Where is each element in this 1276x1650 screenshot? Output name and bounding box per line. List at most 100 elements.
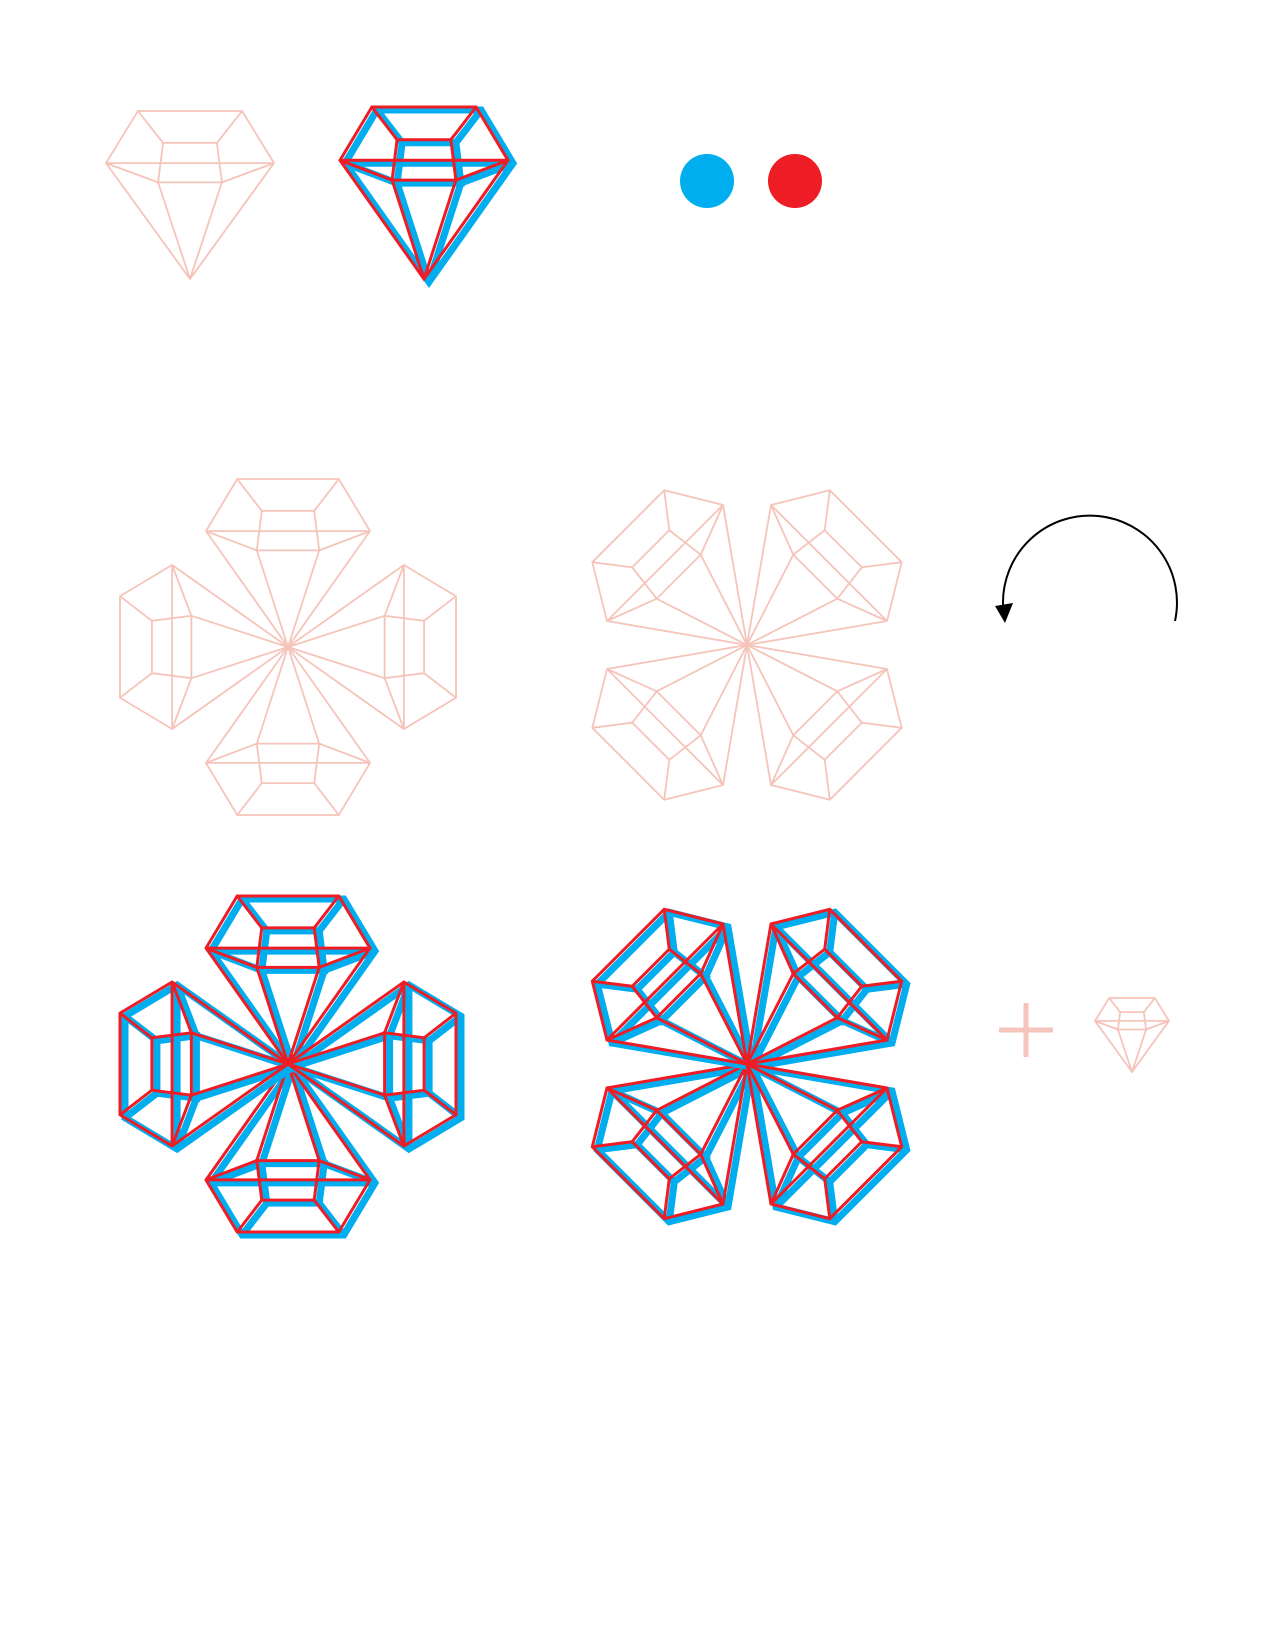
gem-facet-line xyxy=(236,478,263,512)
gem-outline xyxy=(286,563,457,731)
gem-facet-line xyxy=(699,644,748,736)
gem xyxy=(286,563,457,731)
gem-facet-line xyxy=(255,550,289,648)
cross-pattern-outline xyxy=(119,478,457,816)
gem-outline xyxy=(591,489,749,647)
gem-facet-line xyxy=(610,1017,664,1047)
gem-facet-line xyxy=(745,1063,795,1155)
gem-facet-line xyxy=(286,1063,321,1162)
gem-facet-line xyxy=(606,1016,658,1042)
gem-facet-line xyxy=(383,564,405,617)
gem-outline xyxy=(206,895,380,1074)
single-gem-duotone xyxy=(338,105,518,289)
gem-facet-line xyxy=(390,179,426,280)
gem-outline xyxy=(338,105,510,282)
gem-facet-line xyxy=(823,1178,832,1219)
gem-outline xyxy=(593,1062,757,1226)
gem-facet-line xyxy=(287,550,321,648)
gem-facet-line xyxy=(137,110,164,144)
gem-facet-line xyxy=(423,1089,457,1116)
gem-facet-line xyxy=(699,1153,725,1205)
gem-facet-line xyxy=(606,1086,658,1112)
gem-facet-line xyxy=(836,597,888,622)
gem-facet-line xyxy=(836,1016,888,1042)
gem-facet-line xyxy=(383,981,406,1034)
gem-facet-line xyxy=(656,1062,748,1112)
blue-color-swatch xyxy=(680,154,734,208)
gem-facet-line xyxy=(287,1062,386,1097)
gem-facet-line xyxy=(313,478,340,512)
gem-facet-line xyxy=(258,969,297,1069)
gem-facet-line xyxy=(592,721,633,729)
gem-facet-line xyxy=(606,668,658,693)
gem-facet-line xyxy=(665,1181,678,1223)
gem-facet-line xyxy=(770,504,795,556)
gem-facet-line xyxy=(190,1031,289,1066)
gem-facet-line xyxy=(656,1016,748,1066)
gem-facet-line xyxy=(370,106,399,141)
gem-facet-line xyxy=(746,597,838,646)
gem-facet-line xyxy=(665,911,678,953)
gem-facet-line xyxy=(216,110,243,144)
gem-outline xyxy=(590,1062,749,1221)
gem-facet-line xyxy=(769,1153,795,1205)
gem-outline xyxy=(1093,997,1171,1074)
gem-facet-line xyxy=(592,1140,633,1149)
gem xyxy=(591,643,749,801)
gem-facet-line xyxy=(1108,997,1121,1013)
gem-facet-line xyxy=(823,490,831,531)
gem-facet-line xyxy=(173,983,200,1038)
gem-facet-line xyxy=(255,646,289,744)
gem xyxy=(590,1062,749,1221)
gem xyxy=(204,894,372,1067)
gem-facet-line xyxy=(663,490,671,531)
plus-icon xyxy=(999,1003,1053,1057)
gem-facet-line xyxy=(423,1012,457,1039)
gem-facet-line xyxy=(239,896,270,934)
gem-facet-line xyxy=(699,734,724,786)
gem xyxy=(204,1061,372,1234)
gem-facet-line xyxy=(699,504,724,556)
gem-facet-line xyxy=(318,1159,371,1182)
gem-facet-line xyxy=(236,1199,263,1233)
gem xyxy=(204,645,372,816)
gem-facet-line xyxy=(286,966,321,1065)
gem-facet-line xyxy=(596,1141,638,1154)
gem-facet-line xyxy=(205,742,258,764)
gem-facet-line xyxy=(662,909,671,950)
gem-facet-line xyxy=(383,677,405,730)
gem-facet-line xyxy=(823,909,832,950)
gem-outline xyxy=(591,643,749,801)
gem-facet-line xyxy=(1094,1020,1119,1031)
gem-facet-line xyxy=(255,1063,290,1162)
gem-facet-line xyxy=(826,911,839,953)
red-color-swatch xyxy=(768,154,822,208)
gem-facet-line xyxy=(772,925,802,979)
gem-facet-line xyxy=(386,983,413,1038)
gem-girdle-line xyxy=(769,1086,889,1206)
gem-facet-line xyxy=(606,597,658,622)
gem-facet-line xyxy=(840,1087,894,1117)
gem-facet-line xyxy=(289,1065,328,1165)
gem-facet-line xyxy=(171,677,193,730)
gem-facet-line xyxy=(157,182,191,280)
gem-facet-line xyxy=(318,946,371,969)
gem-facet-line xyxy=(171,564,193,617)
gem-facet-line xyxy=(316,896,347,934)
gem-facet-line xyxy=(748,975,802,1069)
gem-facet-line xyxy=(236,782,263,816)
rotate-arrow-arc xyxy=(1001,514,1178,622)
gem-facet-line xyxy=(423,672,457,699)
gem-facet-line xyxy=(662,1178,671,1219)
gem-facet-line xyxy=(287,646,385,680)
gem-facet-line xyxy=(1117,1029,1133,1073)
gem-facet-line xyxy=(861,561,902,569)
gem-facet-line xyxy=(258,1065,297,1165)
gem xyxy=(591,489,749,647)
gem-facet-line xyxy=(861,1140,902,1149)
gem-facet-line xyxy=(453,107,484,145)
gem-facet-line xyxy=(836,1086,888,1112)
gem-facet-line xyxy=(746,644,795,736)
gem-outline xyxy=(118,980,291,1148)
gem-girdle-line xyxy=(605,922,725,1042)
